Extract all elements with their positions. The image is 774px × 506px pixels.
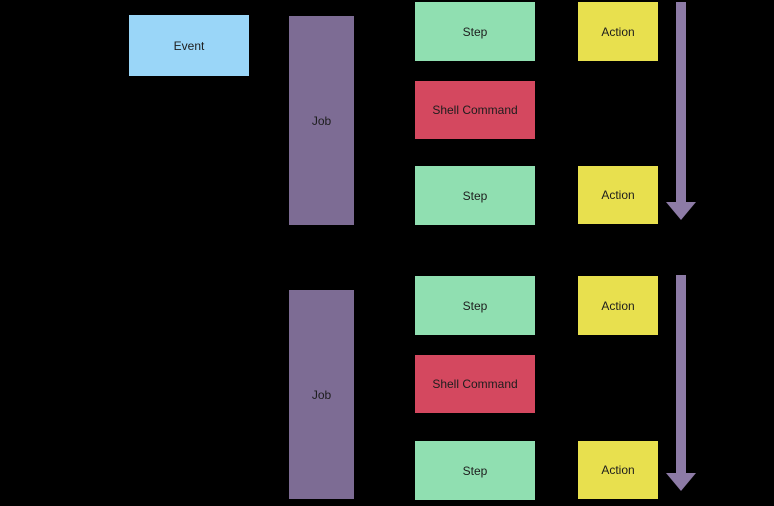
- arrow-down-icon: [666, 473, 696, 491]
- job-node-1: Job: [289, 16, 354, 225]
- step-node-1: Step: [415, 2, 535, 61]
- shell-command-node-2: Shell Command: [415, 355, 535, 413]
- action-node-3: Action: [578, 276, 658, 335]
- arrow-shaft: [676, 2, 686, 202]
- event-node: Event: [129, 15, 249, 76]
- step-node-4: Step: [415, 441, 535, 500]
- shell-command-node-1: Shell Command: [415, 81, 535, 139]
- step-node-2: Step: [415, 166, 535, 225]
- action-node-1: Action: [578, 2, 658, 61]
- step-node-3: Step: [415, 276, 535, 335]
- action-node-2: Action: [578, 166, 658, 224]
- job-node-2: Job: [289, 290, 354, 499]
- arrow-shaft: [676, 275, 686, 473]
- action-node-4: Action: [578, 441, 658, 499]
- arrow-down-icon: [666, 202, 696, 220]
